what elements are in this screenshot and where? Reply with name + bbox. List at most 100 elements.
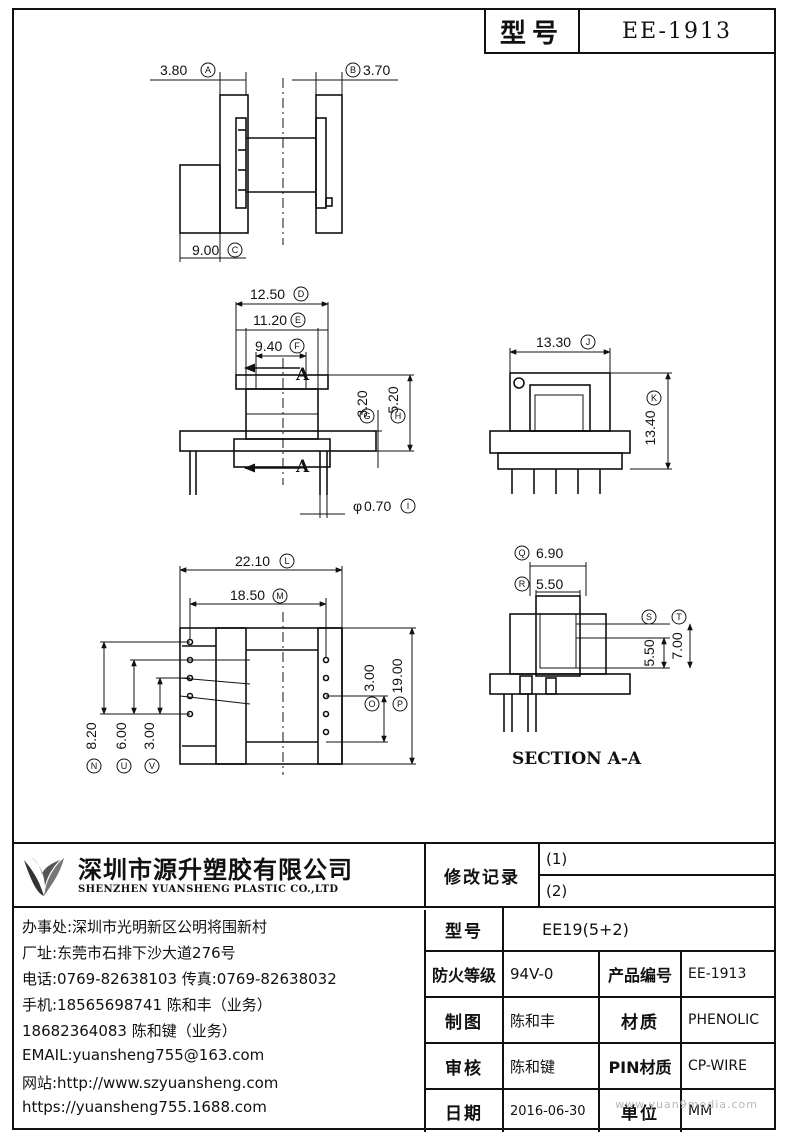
revision-label: 修改记录	[444, 867, 520, 888]
dim-h-value: 5.20	[385, 386, 401, 413]
pin-material-label: PIN材质	[608, 1058, 672, 1077]
grid-line	[598, 950, 600, 1132]
callout-letter-a: A	[205, 65, 211, 75]
section-marker-bottom: A	[295, 457, 310, 477]
dim-d-value: 12.50	[250, 286, 285, 302]
dimension-callout-circles	[86, 62, 687, 774]
grid-line	[538, 874, 776, 876]
unit-value: MM	[688, 1103, 713, 1119]
company-logo-icon	[24, 858, 64, 896]
callout-letter-i: I	[407, 501, 410, 511]
material-value: PHENOLIC	[688, 1012, 760, 1028]
grid-line	[538, 844, 540, 908]
technical-drawing: A B C D E F G H I J K L M N U V O P Q R …	[83, 62, 693, 775]
email[interactable]: EMAIL:yuansheng755@163.com	[22, 1046, 265, 1064]
section-marker-top: A	[295, 365, 310, 385]
office-address: 办事处:深圳市光明新区公明将围新村	[22, 918, 268, 936]
dim-i-symbol: φ	[353, 498, 362, 514]
callout-letter-g: G	[363, 411, 370, 421]
dim-e-value: 11.20	[253, 312, 287, 328]
dim-v-value: 3.00	[141, 722, 157, 749]
watermark: www.yuan9media.com	[615, 1098, 758, 1111]
section-a-a-title: SECTION A-A	[512, 749, 642, 769]
callout-letter-u: U	[121, 761, 128, 771]
grid-line	[426, 950, 776, 952]
grid-line	[426, 1042, 776, 1044]
section-a-a-view	[489, 562, 693, 732]
product-no-value: EE-1913	[688, 966, 747, 982]
date-value: 2016-06-30	[510, 1103, 586, 1119]
pin-material-value: CP-WIRE	[688, 1058, 747, 1074]
callout-letter-v: V	[149, 761, 155, 771]
grid-line	[426, 1088, 776, 1090]
date-label: 日期	[445, 1103, 483, 1124]
callout-letter-p: P	[397, 699, 403, 709]
callout-letter-e: E	[295, 315, 301, 325]
dim-c-value: 9.00	[192, 242, 219, 258]
company-header: 深圳市源升塑胶有限公司 SHENZHEN YUANSHENG PLASTIC C…	[12, 844, 426, 908]
callout-letter-f: F	[294, 341, 300, 351]
type-value: EE19(5+2)	[542, 919, 629, 939]
dim-q-value: 6.90	[536, 545, 563, 561]
website-1[interactable]: 网站:http://www.szyuansheng.com	[22, 1074, 279, 1092]
callout-letter-k: K	[651, 393, 657, 403]
dim-m-value: 18.50	[230, 587, 265, 603]
grid-line	[426, 996, 776, 998]
callout-letter-n: N	[91, 761, 98, 771]
sheet-frame	[12, 8, 776, 1130]
model-title-box: 型号 EE-1913	[484, 8, 776, 54]
revision-2: (2)	[546, 882, 568, 900]
factory-address: 厂址:东莞市石排下沙大道276号	[22, 944, 236, 962]
model-label: 型号	[486, 10, 580, 52]
dim-p-value: 19.00	[389, 658, 405, 693]
dim-o-value: 3.00	[361, 664, 377, 691]
callout-letter-h: H	[395, 411, 402, 421]
callout-letter-d: D	[298, 289, 305, 299]
dim-t-value: 7.00	[669, 632, 685, 659]
mobile-2: 18682364083 陈和键（业务）	[22, 1022, 237, 1040]
drawn-by-label: 制图	[445, 1012, 483, 1033]
dim-i-value: 0.70	[364, 498, 391, 514]
revision-1: (1)	[546, 850, 568, 868]
dim-g-value: 3.20	[354, 390, 370, 417]
company-name-en: SHENZHEN YUANSHENG PLASTIC CO.,LTD	[78, 884, 339, 895]
website-2[interactable]: https://yuansheng755.1688.com	[22, 1098, 267, 1116]
dim-s-value: 5.50	[641, 639, 657, 666]
grid-line	[502, 906, 504, 1132]
dim-k-value: 13.40	[642, 410, 658, 445]
callout-letter-t: T	[676, 612, 682, 622]
callout-letter-m: M	[276, 591, 284, 601]
dim-u-value: 6.00	[113, 722, 129, 749]
callout-letter-q: Q	[518, 548, 525, 558]
dim-a-value: 3.80	[160, 62, 187, 78]
phone-fax: 电话:0769-82638103 传真:0769-82638032	[22, 970, 337, 988]
dim-b-value: 3.70	[363, 62, 390, 78]
dim-f-value: 9.40	[255, 338, 282, 354]
callout-letter-o: O	[368, 699, 375, 709]
grid-line	[426, 906, 776, 908]
callout-letter-r: R	[519, 579, 526, 589]
type-label: 型号	[445, 921, 483, 942]
product-no-label: 产品编号	[607, 966, 672, 985]
model-value: EE-1913	[622, 18, 732, 44]
dim-r-value: 5.50	[536, 576, 563, 592]
callout-letter-l: L	[284, 556, 289, 566]
drawn-by-value: 陈和丰	[510, 1011, 556, 1030]
checked-by-value: 陈和键	[510, 1057, 556, 1076]
top-view	[150, 72, 398, 262]
dim-l-value: 22.10	[235, 553, 270, 569]
grid-line	[680, 950, 682, 1132]
callout-letter-j: J	[586, 337, 591, 347]
dim-j-value: 13.30	[536, 334, 571, 350]
title-block: 深圳市源升塑胶有限公司 SHENZHEN YUANSHENG PLASTIC C…	[12, 842, 776, 1132]
fire-rating-label: 防火等级	[431, 966, 496, 985]
callout-letter-b: B	[350, 65, 356, 75]
material-label: 材质	[621, 1012, 659, 1033]
unit-label: 单位	[621, 1103, 659, 1124]
checked-by-label: 审核	[445, 1058, 483, 1079]
front-view	[179, 301, 414, 518]
fire-rating-value: 94V-0	[510, 965, 554, 983]
dim-n-value: 8.20	[83, 722, 99, 749]
company-name-cn: 深圳市源升塑胶有限公司	[78, 856, 353, 884]
